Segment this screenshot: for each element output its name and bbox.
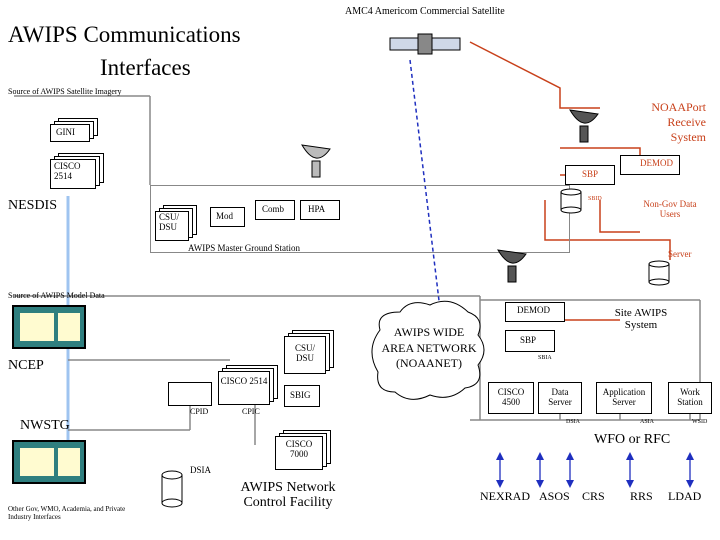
data-server-box <box>538 382 582 414</box>
site-cisco-box <box>488 382 534 414</box>
noaaport-dish-icon <box>566 100 602 149</box>
data-server-label: Data Server <box>548 387 572 407</box>
wfo-rfc-label: WFO or RFC <box>594 432 671 447</box>
remote-system-crs: CRS <box>582 489 605 503</box>
nesdis-cisco-label: CISCO 2514 <box>54 161 81 181</box>
wan-label: AWIPS WIDE AREA NETWORK (NOAANET) <box>381 325 477 371</box>
site-demod-box <box>505 302 565 322</box>
site-dsia-label: DSIA <box>566 419 581 425</box>
cisco7000-label: CISCO 7000 <box>285 439 313 459</box>
sbp-box <box>565 165 615 185</box>
ncep-screen <box>12 305 86 349</box>
gini-label: GINI <box>56 127 75 137</box>
site-demod-label: DEMOD <box>517 305 550 315</box>
asia-label: ASIA <box>640 419 655 425</box>
demod-label: DEMOD <box>640 158 673 168</box>
app-server-label: Application Server <box>602 387 646 407</box>
remote-system-ldad: LDAD <box>668 489 702 503</box>
nwstg-screen <box>12 440 86 484</box>
master-csu-label: CSU/ DSU <box>159 212 180 232</box>
master-db-icon <box>560 188 582 219</box>
server-dish-icon <box>494 240 530 289</box>
cpic-label: CPIC <box>242 407 260 416</box>
wsid-label: WSID <box>692 419 708 425</box>
ncf-label: AWIPS Network Control Facility <box>240 480 336 511</box>
page-title: AWIPS Communications <box>8 22 241 47</box>
nesdis-label: NESDIS <box>8 198 58 213</box>
site-sbp-box <box>505 330 555 352</box>
workstation-label: Work Station <box>677 387 703 407</box>
ground-station-dish-icon <box>298 135 334 184</box>
site-awips-label: Site AWIPS System <box>614 307 668 332</box>
ncep-csu-label: CSU/ DSU <box>294 343 315 363</box>
master-station-frame <box>150 185 570 253</box>
cpid-box <box>168 382 212 406</box>
site-cisco-label: CISCO 4500 <box>497 387 525 407</box>
remote-system-nexrad: NEXRAD <box>480 489 530 503</box>
mod-box <box>210 207 245 227</box>
page-title-line2: Interfaces <box>100 55 191 80</box>
source-model-data-label: Source of AWIPS Model Data <box>8 291 105 300</box>
ncep-label: NCEP <box>8 358 44 373</box>
sbig-label: SBIG <box>290 390 311 400</box>
master-station-label: AWIPS Master Ground Station <box>188 243 301 253</box>
mod-label: Mod <box>216 211 234 221</box>
sbp-label: SBP <box>582 169 599 179</box>
remote-system-asos: ASOS <box>539 489 570 503</box>
satellite-label: AMC4 Americom Commercial Satellite <box>345 6 505 17</box>
other-interfaces-label: Other Gov, WMO, Academia, and Private In… <box>8 505 126 521</box>
satellite-icon <box>385 20 465 73</box>
noaaport-label: NOAAPort Receive System <box>651 100 706 144</box>
hpa-label: HPA <box>308 204 326 214</box>
nwstg-dsia-label: DSIA <box>190 465 212 475</box>
cpid-label: CPID <box>190 407 209 416</box>
non-gov-label: Non-Gov Data Users <box>643 199 697 219</box>
sbid-label: SBID <box>588 196 602 202</box>
sbia-label: SBIA <box>538 355 552 361</box>
remote-system-rrs: RRS <box>630 489 653 503</box>
demod-box <box>620 155 680 175</box>
comb-box <box>255 200 295 220</box>
sbig-box <box>284 385 320 407</box>
hpa-box <box>300 200 340 220</box>
nwstg-label: NWSTG <box>20 418 70 433</box>
server-db-icon <box>648 260 670 291</box>
workstation-box <box>668 382 712 414</box>
server-label: Server <box>668 249 692 259</box>
ncep-cisco-label: CISCO 2514 <box>220 376 268 386</box>
site-sbp-label: SBP <box>520 335 537 345</box>
comb-label: Comb <box>262 204 285 214</box>
source-sat-imagery-label: Source of AWIPS Satellite Imagery <box>8 87 122 96</box>
app-server-box <box>596 382 652 414</box>
